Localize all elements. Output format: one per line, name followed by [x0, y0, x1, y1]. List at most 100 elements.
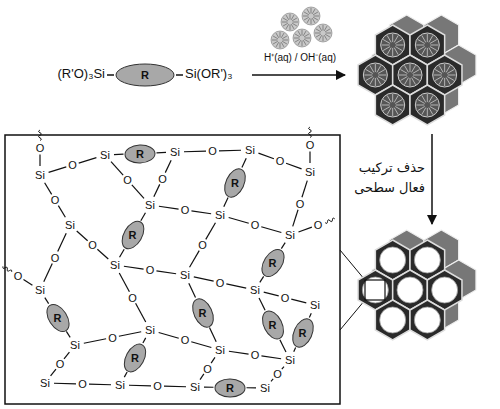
silicon-atom: Si — [115, 379, 125, 391]
zoom-window — [365, 280, 385, 300]
surfactant-chain — [395, 107, 402, 111]
silicon-atom: Si — [100, 149, 110, 161]
surfactant-chain — [292, 18, 297, 21]
surfactant-chain — [405, 65, 409, 72]
surfactant-chain — [405, 78, 409, 85]
precursor-formula: Si(OR')₃ — [185, 67, 233, 81]
organic-bridge: R — [285, 315, 321, 351]
bond-line — [39, 155, 40, 167]
oxygen-atom: O — [306, 139, 315, 151]
surfactant-chain — [273, 41, 278, 44]
silicon-atom: Si — [215, 209, 225, 221]
surfactant-chain — [429, 108, 433, 115]
surfactant-chain — [439, 65, 443, 72]
surfactant-chain — [375, 64, 376, 72]
bond-line — [246, 387, 256, 388]
surfactant-chain — [418, 107, 425, 111]
bond-line — [120, 249, 125, 257]
oxygen-atom: O — [273, 368, 282, 380]
surfactant-chain — [430, 105, 438, 106]
bond-line — [302, 181, 307, 198]
surfactant-chain — [416, 45, 424, 46]
surfactant-chain — [273, 36, 278, 39]
bond-line — [165, 160, 171, 172]
bridge-label: R — [40, 300, 76, 336]
oxygen-atom: O — [128, 291, 137, 303]
bridge-label: R — [185, 295, 221, 331]
surfactant-chain — [392, 94, 393, 102]
surfactant-chain — [378, 75, 386, 76]
bond-line — [258, 153, 273, 159]
oxygen-atom: O — [181, 334, 190, 346]
oxygen-atom: O — [216, 276, 225, 288]
surfactant-chain — [304, 17, 309, 20]
surfactant-chain — [304, 39, 309, 42]
surfactant-chain — [434, 75, 442, 76]
oxygen-atom: O — [198, 239, 207, 251]
surfactant-chain — [447, 70, 454, 74]
bond-line — [229, 351, 249, 354]
bond-line — [219, 150, 241, 152]
pore — [380, 247, 406, 273]
bond-line — [191, 342, 211, 348]
surfactant-chain — [312, 18, 315, 23]
surfactant-chain — [392, 34, 393, 42]
bond-line — [132, 185, 144, 198]
surfactant-chain — [387, 48, 391, 55]
surfactant-chain — [410, 78, 411, 86]
surfactant-chain — [430, 100, 437, 104]
bond-line — [58, 233, 67, 251]
bond-line — [264, 292, 279, 296]
surfactant-chain — [435, 70, 442, 74]
surfactant-chain — [324, 35, 327, 40]
surfactant-chain — [311, 19, 312, 25]
bond-line — [261, 356, 281, 359]
bond-line — [156, 271, 176, 274]
surfactant-chain — [422, 35, 426, 42]
surfactant-chain — [324, 26, 327, 31]
bond-line — [49, 167, 67, 172]
surfactant-chain — [286, 24, 289, 29]
micelle-cluster — [271, 7, 332, 49]
surfactant-chain — [295, 39, 300, 42]
surfactant-chain — [395, 47, 402, 51]
surfactant-chain — [325, 29, 330, 32]
step-label: حذف ترکیب فعال سطحی — [345, 158, 425, 197]
bridge-label: R — [115, 63, 175, 87]
oxygen-atom: O — [276, 155, 285, 167]
surfactant-chain — [392, 48, 393, 56]
silicon-atom: Si — [190, 381, 200, 393]
surfactant-chain — [444, 64, 445, 72]
surfactant-chain — [272, 40, 278, 41]
bond-line — [280, 340, 286, 352]
surfactant-chain — [290, 14, 291, 20]
micelle — [281, 13, 299, 31]
surfactant-chain — [430, 40, 437, 44]
surfactant-chain — [319, 35, 322, 40]
channel-wall — [410, 85, 445, 125]
silicon-atom: Si — [305, 166, 315, 178]
bond-line — [229, 217, 249, 223]
surfactant-chain — [276, 33, 279, 38]
dangling-bond — [309, 127, 312, 137]
surfactant-chain — [370, 65, 374, 72]
micelle-template — [415, 93, 439, 117]
bond-line — [211, 357, 215, 363]
surfactant-chain — [394, 35, 398, 42]
surfactant-chain — [395, 40, 402, 44]
bond-line — [97, 249, 108, 259]
surfactant-chain — [325, 34, 330, 37]
bond-line — [259, 298, 265, 310]
bond-line — [111, 162, 123, 175]
bond-line — [224, 197, 228, 206]
bridge-label: R — [122, 136, 158, 172]
surfactant-chain — [387, 95, 391, 102]
ellipse-shape — [116, 64, 174, 86]
surfactant-chain — [294, 38, 300, 39]
surfactant-chain — [400, 70, 407, 74]
silicon-atom: Si — [145, 324, 155, 336]
surfactant-chain — [400, 77, 407, 81]
surfactant-chain — [378, 77, 385, 81]
silicon-atom: Si — [310, 299, 320, 311]
surfactant-chain — [413, 77, 420, 81]
